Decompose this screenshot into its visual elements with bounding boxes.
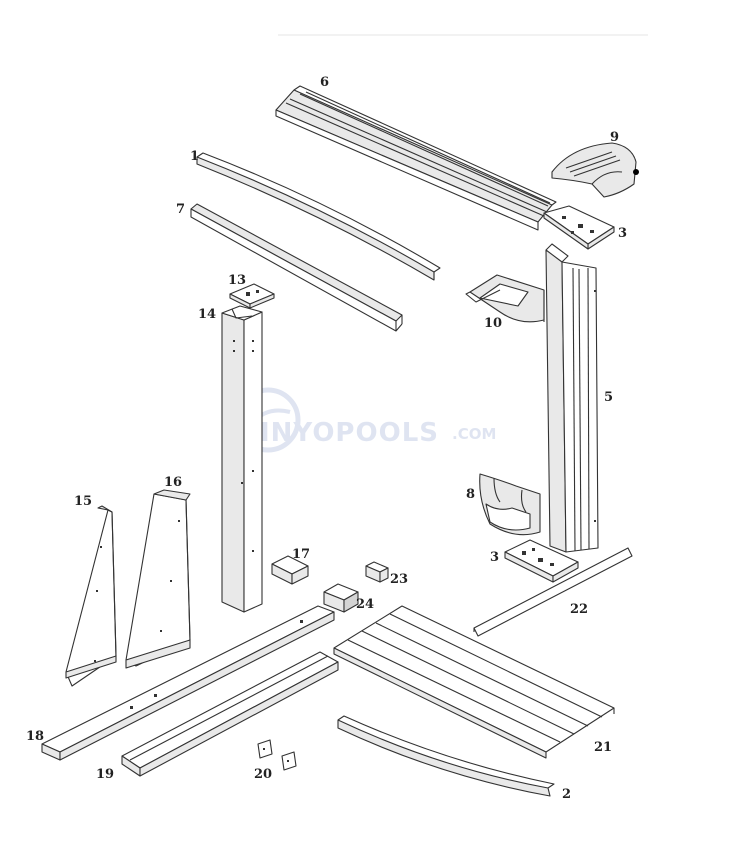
watermark-brand: INYOPOOLS bbox=[260, 418, 439, 448]
label-part-1: 1 bbox=[190, 149, 199, 164]
part-23-block bbox=[365, 561, 389, 583]
label-part-14: 14 bbox=[198, 307, 216, 322]
label-part-23: 23 bbox=[390, 572, 408, 587]
label-part-9: 9 bbox=[610, 130, 619, 145]
label-part-19: 19 bbox=[96, 767, 114, 782]
part-20-plates bbox=[257, 739, 297, 771]
part-2-bottom-track bbox=[337, 715, 555, 797]
part-17-bracket bbox=[271, 555, 309, 585]
label-part-15: 15 bbox=[74, 494, 92, 509]
label-part-24: 24 bbox=[356, 597, 374, 612]
part-6-top-rail bbox=[275, 85, 557, 231]
label-part-21: 21 bbox=[594, 740, 612, 755]
part-14-upright bbox=[221, 305, 263, 613]
part-1-ledge-piece bbox=[196, 152, 441, 281]
watermark: INYOPOOLS .COM bbox=[235, 387, 496, 453]
part-19-channel bbox=[121, 651, 339, 777]
label-part-3-top: 3 bbox=[618, 226, 627, 241]
label-part-10: 10 bbox=[484, 316, 502, 331]
label-part-22: 22 bbox=[570, 602, 588, 617]
label-part-20: 20 bbox=[254, 767, 272, 782]
part-3-top-plate bbox=[543, 205, 615, 250]
part-16-buttress bbox=[125, 489, 191, 669]
part-21-floor-panel bbox=[333, 605, 615, 759]
label-part-17: 17 bbox=[292, 547, 310, 562]
label-part-6: 6 bbox=[320, 75, 329, 90]
watermark-domain: .COM bbox=[452, 425, 496, 443]
part-24-box bbox=[323, 583, 359, 613]
label-part-7: 7 bbox=[176, 202, 185, 217]
label-part-13: 13 bbox=[228, 273, 246, 288]
part-22-strip bbox=[473, 547, 633, 637]
part-9-top-cap bbox=[551, 142, 639, 198]
label-part-8: 8 bbox=[466, 487, 475, 502]
label-part-2: 2 bbox=[562, 787, 571, 802]
part-8-bottom-cup bbox=[479, 473, 541, 536]
label-part-18: 18 bbox=[26, 729, 44, 744]
part-5-upright bbox=[545, 243, 599, 553]
part-3-bottom-plate bbox=[504, 539, 579, 583]
label-part-3-bottom: 3 bbox=[490, 550, 499, 565]
part-15-buttress bbox=[65, 505, 117, 687]
part-7-straight-rail bbox=[190, 203, 403, 332]
part-18-bottom-rail bbox=[41, 605, 335, 761]
part-13-plate bbox=[229, 283, 275, 309]
part-10-connector bbox=[465, 274, 545, 323]
label-part-16: 16 bbox=[164, 475, 182, 490]
label-part-5: 5 bbox=[604, 390, 613, 405]
